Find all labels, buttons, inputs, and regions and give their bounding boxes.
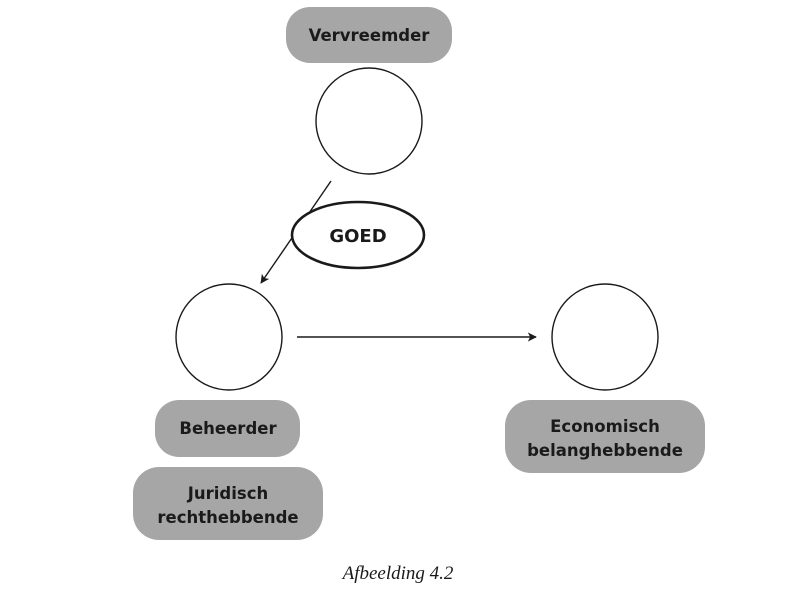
beheerder-text: Beheerder — [179, 419, 277, 438]
economisch-text-line-2: belanghebbende — [527, 441, 683, 460]
juridisch-pill — [133, 467, 323, 540]
goed-ellipse — [290, 200, 426, 270]
beheerder-label: Beheerder — [155, 400, 300, 457]
beheerder-pill — [155, 400, 300, 457]
figure-caption: Afbeelding 4.2 — [342, 563, 454, 584]
juridisch-label: Juridisch rechthebbende — [133, 467, 323, 540]
vervreemder-text: Vervreemder — [309, 26, 431, 45]
beheerder-node — [175, 283, 283, 391]
vervreemder-label: Vervreemder — [286, 7, 452, 63]
economisch-pill — [505, 400, 705, 473]
economisch-text-line-1: Economisch — [550, 417, 660, 436]
juridisch-text-line-1: Juridisch — [187, 484, 269, 503]
vervreemder-pill — [286, 7, 452, 63]
goed-text: GOED — [329, 226, 386, 247]
vervreemder-node — [315, 67, 423, 175]
economisch-label: Economisch belanghebbende — [505, 400, 705, 473]
juridisch-text-line-2: rechthebbende — [157, 508, 298, 527]
economisch-node — [551, 283, 659, 391]
goed-label: GOED — [290, 200, 426, 270]
